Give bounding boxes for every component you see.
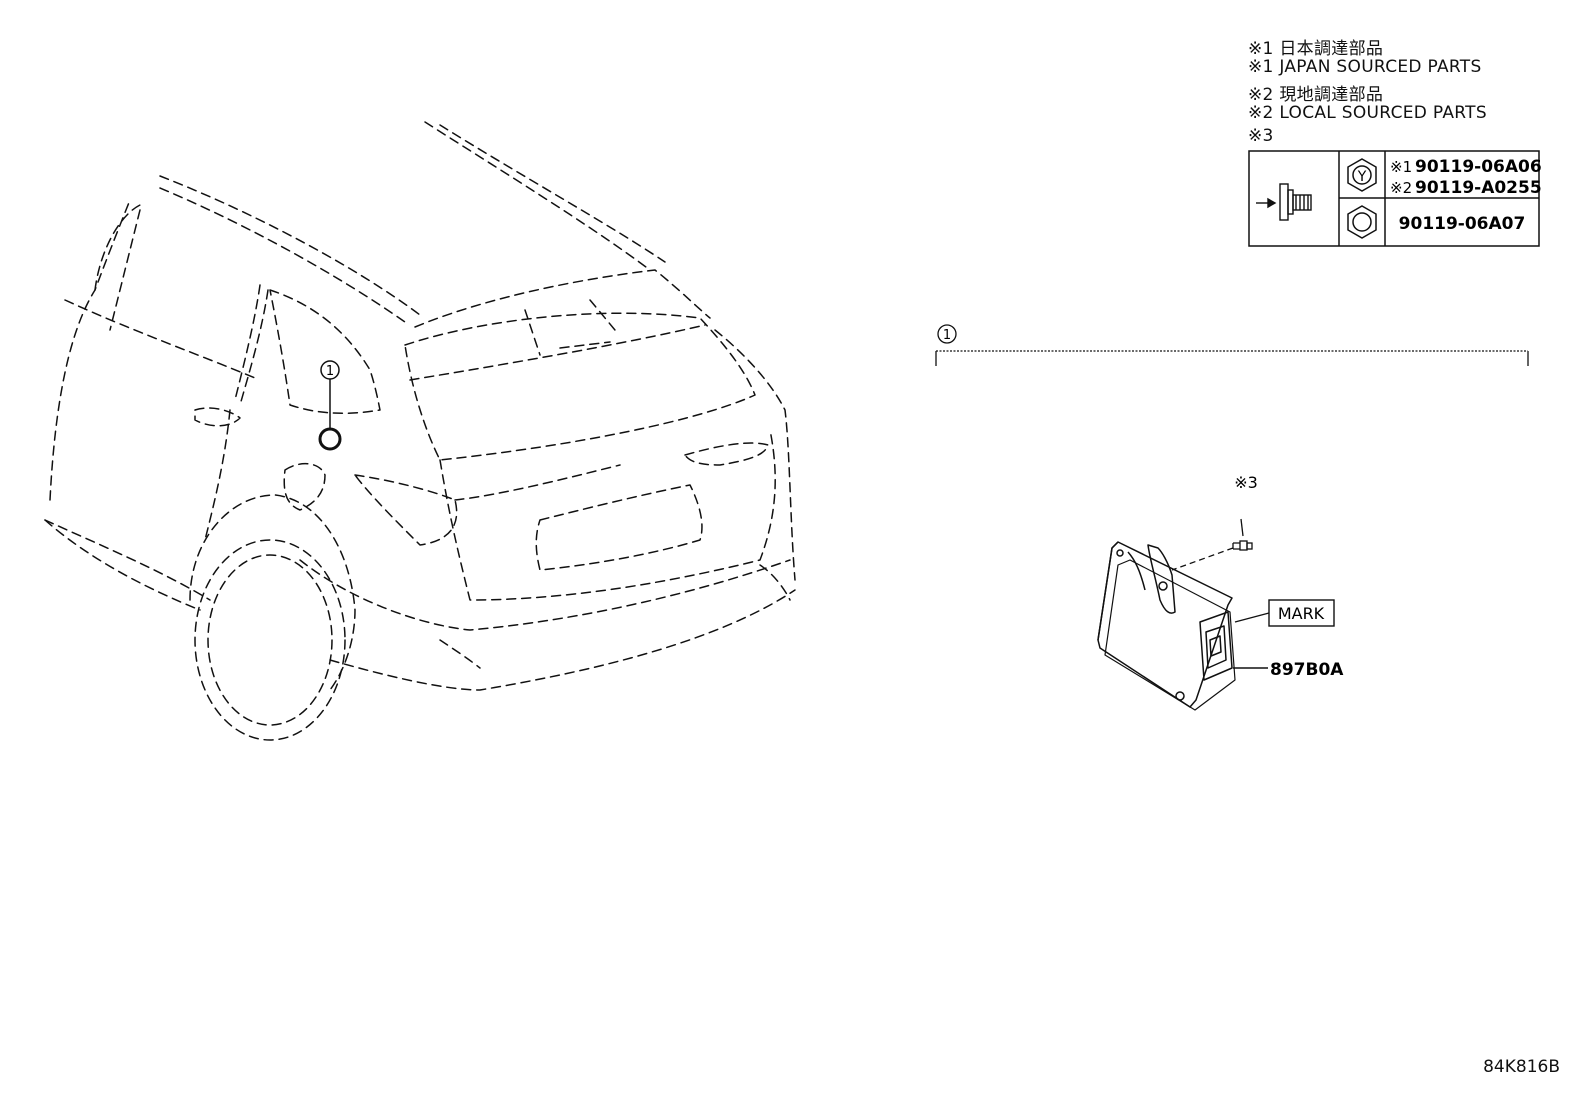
hex-y-icon [1347, 158, 1377, 192]
assembly-bracket [935, 324, 1529, 366]
bolt-ref-label: ※3 [1234, 473, 1258, 492]
part1-number: 90119-06A06 [1415, 157, 1542, 177]
part1-ref: ※1 [1390, 158, 1412, 176]
hex-badge-label: Y [1357, 169, 1367, 185]
vehicle-callout-number: 1 [326, 364, 334, 379]
mark-callout [1234, 599, 1335, 627]
part2-ref: ※2 [1390, 179, 1412, 197]
note-local-sourced-jp: ※2 現地調達部品 [1248, 85, 1384, 105]
vehicle-outline [44, 121, 796, 741]
module-part-number: 897B0A [1270, 660, 1344, 680]
fastener-table [1248, 150, 1540, 247]
assembly-callout-number: 1 [943, 328, 951, 343]
flange-bolt-icon [1256, 183, 1312, 221]
bolt-icon [1171, 518, 1253, 571]
note-fastener-ref: ※3 [1248, 126, 1274, 146]
drawing-number: 84K816B [1483, 1057, 1560, 1077]
part2-number: 90119-A0255 [1415, 178, 1542, 198]
note-local-sourced-en: ※2 LOCAL SOURCED PARTS [1248, 103, 1487, 123]
note-japan-sourced-en: ※1 JAPAN SOURCED PARTS [1248, 57, 1482, 77]
mark-label: MARK [1278, 604, 1325, 623]
vehicle-callout [318, 360, 342, 451]
part3-number: 90119-06A07 [1399, 214, 1526, 234]
hex-icon [1347, 205, 1377, 239]
control-module [1097, 541, 1236, 711]
note-japan-sourced-jp: ※1 日本調達部品 [1248, 39, 1384, 59]
